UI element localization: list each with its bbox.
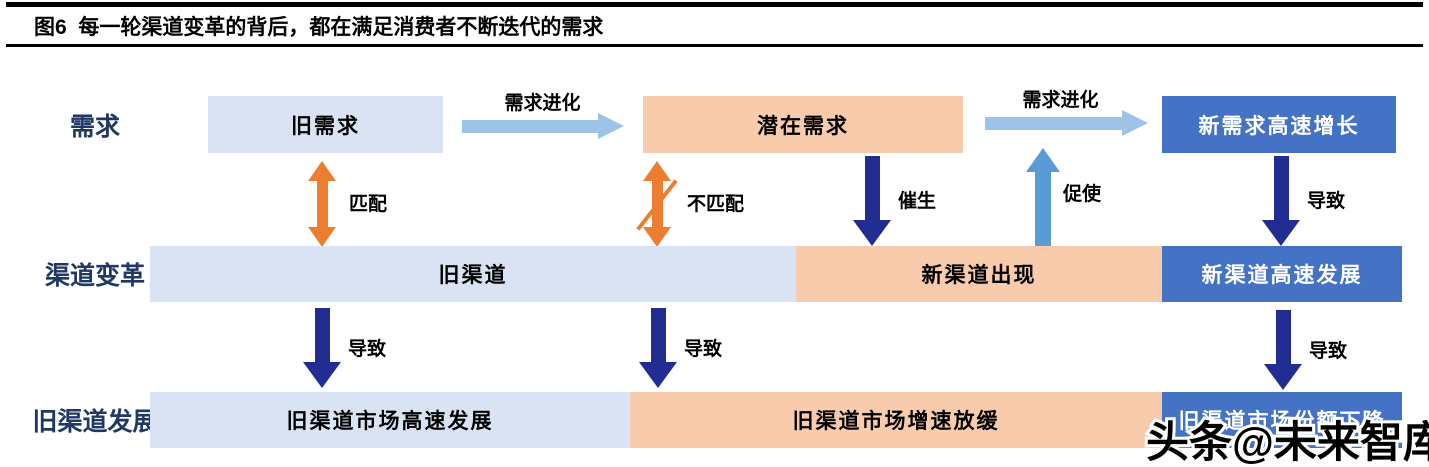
spawn-down-arrow [853,156,891,246]
demand-evolution-label-2: 需求进化 [1022,90,1099,111]
row-label-demand: 需求 [69,112,120,141]
match-label: 匹配 [349,194,388,215]
box-old-channel: 旧渠道 [150,246,796,302]
arrow-head [308,227,336,247]
box-new-demand-growth: 新需求高速增长 [1162,96,1396,153]
prompt-up-arrow [1026,148,1060,246]
prompt-label: 促使 [1063,184,1102,205]
watermark-text: 头条@未来智库 [1146,419,1429,467]
row-label-old-channel-dev: 旧渠道发展 [32,408,158,436]
box-latent-demand: 潜在需求 [643,96,963,153]
box-old-demand: 旧需求 [208,96,443,153]
title-bottom-rule [6,44,1423,47]
arrow-head [1262,220,1300,246]
cause-down-arrow-4 [1264,310,1302,390]
title-top-rule [6,2,1423,7]
arrow-head [1122,110,1148,136]
cause-down-arrow-3 [639,308,677,388]
box-old-channel-market-share-decline: 旧渠道市场份额下降 [1162,392,1402,448]
box-old-channel-market-rapid-dev: 旧渠道市场高速发展 [150,392,630,448]
arrow-head [643,227,671,247]
box-old-channel-market-slowdown: 旧渠道市场增速放缓 [630,392,1162,448]
demand-evolution-arrow-1 [462,113,624,139]
arrow-head [1026,148,1060,172]
cause-down-arrow-1 [1262,156,1300,246]
arrow-shaft [1275,310,1291,364]
arrow-shaft [985,116,1122,130]
arrow-shaft [316,181,328,227]
spawn-label: 催生 [898,191,937,212]
cause-label-1: 导致 [1307,191,1346,212]
box-new-channel-appears: 新渠道出现 [796,246,1162,302]
cause-label-4: 导致 [1309,341,1348,362]
arrow-head [598,113,624,139]
arrow-head [308,161,336,181]
watermark-outline: 头条@未来智库 [1143,416,1429,467]
arrow-head [1264,364,1302,390]
cause-down-arrow-2 [303,308,341,388]
mismatch-label: 不匹配 [687,194,745,215]
arrow-shaft [1273,156,1289,220]
arrow-head [853,220,891,246]
arrow-shaft [462,119,598,133]
arrow-head [643,161,671,181]
cause-label-2: 导致 [348,339,387,360]
demand-evolution-label-1: 需求进化 [504,93,581,114]
demand-evolution-arrow-2 [985,110,1148,136]
watermark: 头条@未来智库 头条@未来智库 [1143,408,1429,467]
arrow-shaft [314,308,330,362]
arrow-shaft [864,156,880,220]
arrow-shaft [650,308,666,362]
box-new-channel-rapid-dev: 新渠道高速发展 [1162,246,1402,302]
arrow-shaft [1035,172,1051,246]
row-label-channel-change: 渠道变革 [44,262,145,290]
arrow-head [303,362,341,388]
arrow-head [639,362,677,388]
match-double-arrow [308,161,336,247]
cause-label-3: 导致 [684,339,723,360]
figure-title: 图6 每一轮渠道变革的背后，都在满足消费者不断迭代的需求 [34,16,604,39]
